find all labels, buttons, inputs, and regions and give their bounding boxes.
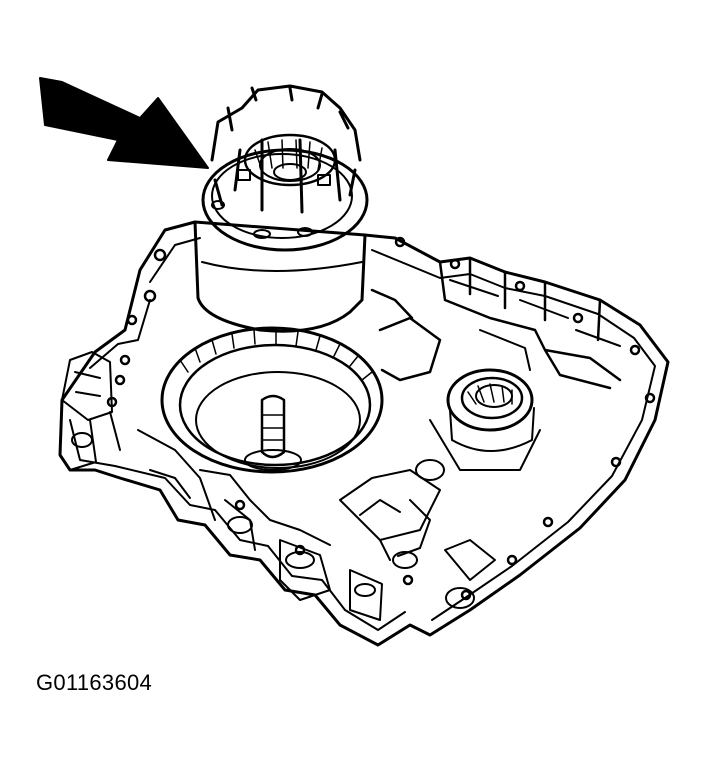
case-outline [58, 220, 670, 647]
center-bracket [370, 288, 442, 382]
case-bolt-holes [106, 236, 656, 601]
lower-mechanisms [339, 459, 496, 621]
input-shaft [260, 394, 286, 459]
figure-id-label: G01163604 [36, 670, 153, 695]
left-side-components [61, 351, 331, 601]
case-flange [149, 237, 656, 621]
upper-right-boss [438, 256, 622, 390]
clutch-drum-assembly [193, 84, 369, 333]
drum-housing [193, 220, 367, 333]
central-bore [160, 326, 384, 474]
bearing-assembly [429, 368, 541, 471]
upper-right-ribs [449, 279, 621, 371]
drum-castellations [210, 84, 362, 214]
arrow-icon [39, 77, 209, 169]
drum-windows [211, 169, 331, 239]
case-gasket-edge [69, 299, 406, 631]
